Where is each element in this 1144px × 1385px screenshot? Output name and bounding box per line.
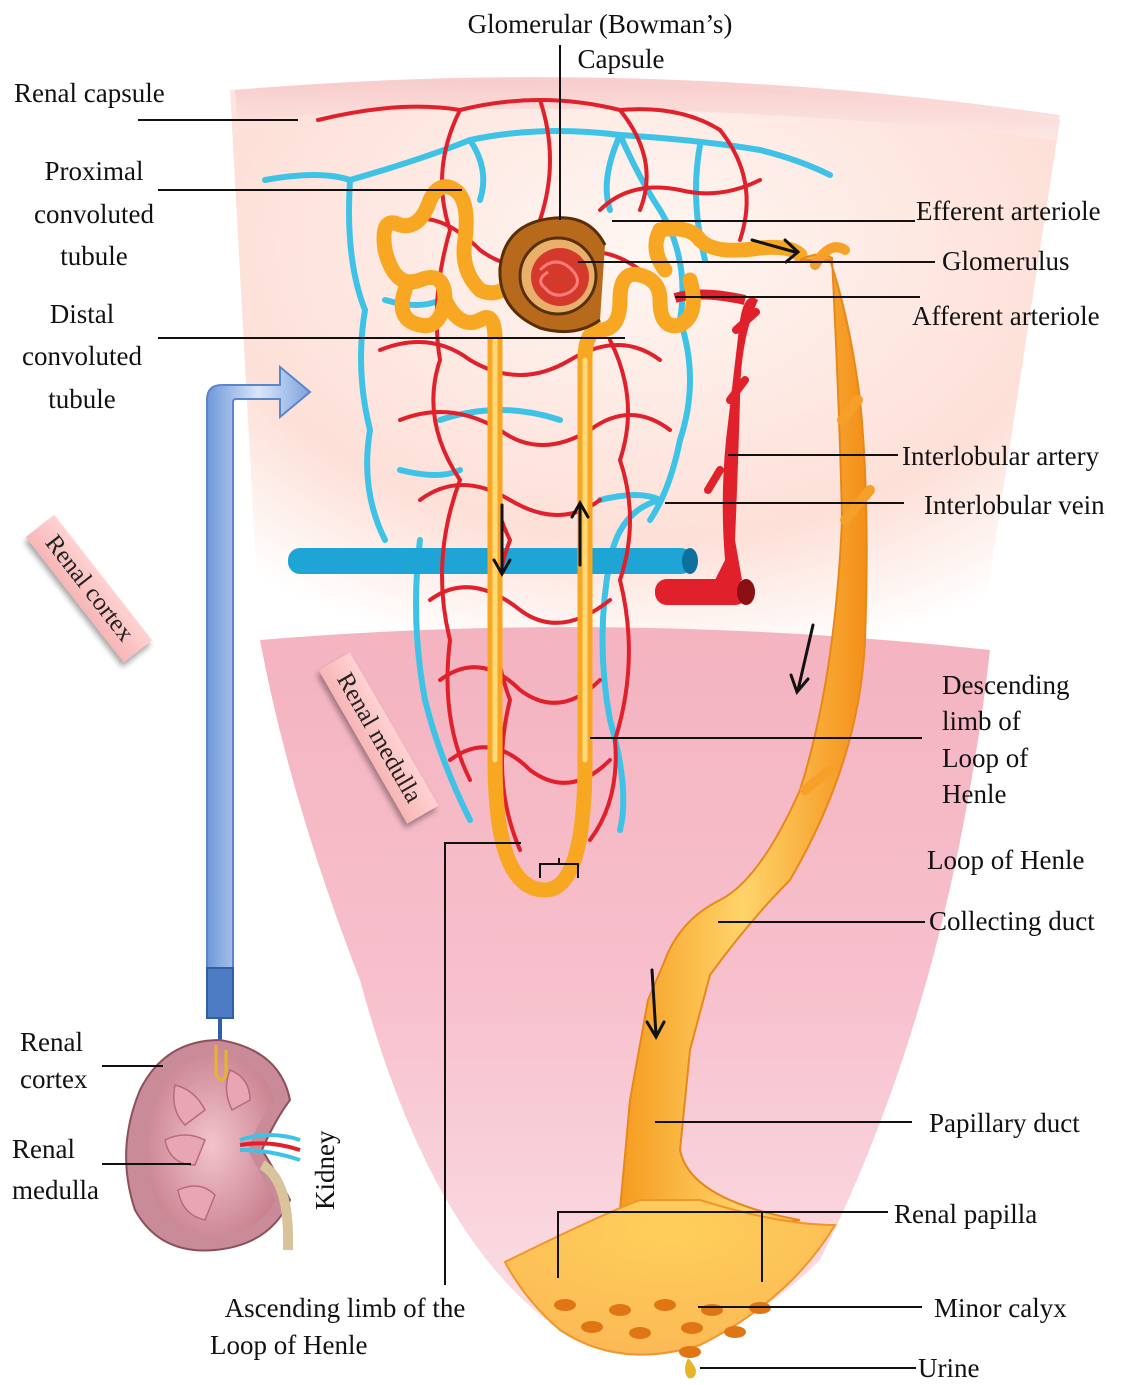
label-interlobular-vein: Interlobular vein xyxy=(924,487,1105,524)
kidney-inset xyxy=(126,1040,300,1251)
label-efferent-arteriole: Efferent arteriole xyxy=(916,193,1101,230)
label-interlobular-artery: Interlobular artery xyxy=(902,438,1099,475)
label-collecting-duct: Collecting duct xyxy=(929,903,1095,940)
label-kidney-medulla-line2: medulla xyxy=(12,1172,99,1209)
vein-lumen xyxy=(682,548,698,574)
label-loop-of-henle: Loop of Henle xyxy=(927,842,1084,879)
urine-drop xyxy=(685,1358,696,1378)
label-papillary-duct: Papillary duct xyxy=(929,1105,1080,1142)
label-minor-calyx: Minor calyx xyxy=(934,1290,1067,1327)
label-distal-line1: Distal xyxy=(12,296,152,333)
label-proximal-line3: tubule xyxy=(24,238,164,275)
label-proximal-line2: convoluted xyxy=(10,196,178,233)
label-ascending-line1: Ascending limb of the xyxy=(200,1290,490,1327)
label-proximal-line1: Proximal xyxy=(24,153,164,190)
label-descending-line4: Henle xyxy=(942,776,1006,813)
label-kidney-cortex-line2: cortex xyxy=(20,1061,87,1098)
label-descending-line2: limb of xyxy=(942,703,1021,740)
label-glomerular-capsule-line1: Glomerular (Bowman’s) xyxy=(440,6,760,43)
label-glomerulus: Glomerulus xyxy=(942,243,1070,280)
label-afferent-arteriole: Afferent arteriole xyxy=(912,298,1100,335)
label-distal-line3: tubule xyxy=(12,381,152,418)
label-kidney-medulla-line1: Renal xyxy=(12,1131,75,1168)
label-kidney-cortex-line1: Renal xyxy=(20,1024,83,1061)
label-distal-line2: convoluted xyxy=(0,338,164,375)
label-kidney: Kidney xyxy=(310,1131,341,1210)
label-glomerular-capsule-line2: Capsule xyxy=(440,41,802,78)
label-ascending-line2: Loop of Henle xyxy=(210,1327,367,1364)
label-renal-papilla: Renal papilla xyxy=(894,1196,1037,1233)
label-urine: Urine xyxy=(918,1350,979,1385)
label-renal-capsule: Renal capsule xyxy=(14,75,165,112)
label-descending-line3: Loop of xyxy=(942,740,1028,777)
label-descending-line1: Descending xyxy=(942,667,1069,704)
